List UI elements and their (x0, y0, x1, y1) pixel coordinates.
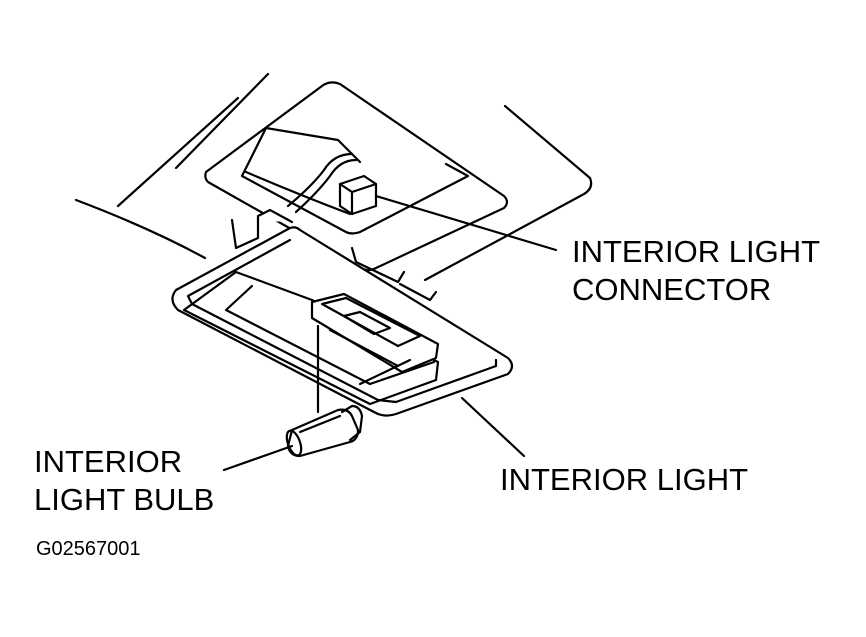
connector-body (338, 174, 378, 216)
bulb-leader-line (222, 444, 294, 472)
figure-code: G02567001 (36, 538, 141, 560)
bulb-label-line2: LIGHT BULB (34, 482, 215, 517)
interior-light-bulb (285, 404, 364, 458)
interior-light-label: INTERIOR LIGHT (500, 462, 749, 497)
light-leader-line (460, 396, 526, 458)
interior-light-housing (171, 208, 514, 417)
connector-label-line2: CONNECTOR (572, 272, 772, 307)
headliner-edges (74, 72, 593, 282)
connector-label-line1: INTERIOR LIGHT (572, 234, 821, 269)
bulb-label-line1: INTERIOR (34, 444, 183, 479)
connector-leader-line (374, 194, 558, 252)
wire-harness (286, 152, 358, 214)
